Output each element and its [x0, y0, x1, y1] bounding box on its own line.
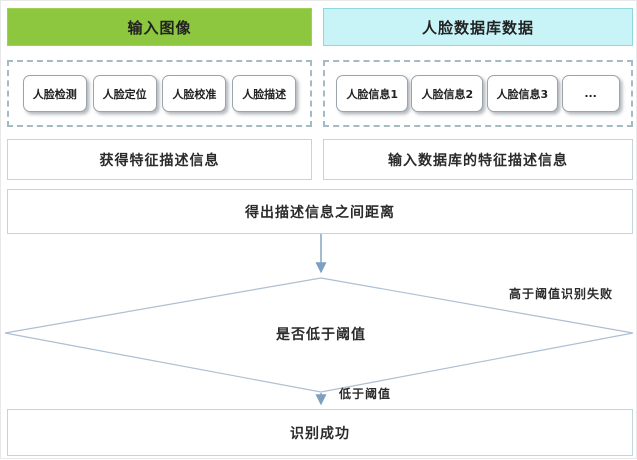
database-feature-description-box: 输入数据库的特征描述信息 [323, 139, 633, 180]
step-face-detection-label: 人脸检测 [32, 87, 77, 101]
pass-branch-label: 低于阈值 [339, 387, 392, 401]
face-info-ellipsis: ... [561, 75, 620, 112]
recognition-success-label: 识别成功 [290, 425, 350, 442]
obtain-feature-description-box: 获得特征描述信息 [7, 139, 312, 180]
decision-question: 是否低于阈值 [276, 327, 366, 343]
fail-branch-label: 高于阈值识别失败 [509, 287, 614, 301]
face-info-2: 人脸信息2 [411, 75, 484, 112]
step-face-detection: 人脸检测 [22, 75, 87, 112]
step-face-alignment: 人脸校准 [162, 75, 227, 112]
step-face-localization: 人脸定位 [92, 75, 157, 112]
input-image-header: 输入图像 [7, 8, 312, 46]
face-info-3: 人脸信息3 [486, 75, 559, 112]
input-image-header-label: 输入图像 [127, 18, 192, 37]
database-feature-description-label: 输入数据库的特征描述信息 [388, 152, 568, 169]
face-info-ellipsis-label: ... [584, 87, 597, 100]
face-database-header-label: 人脸数据库数据 [421, 18, 534, 37]
face-database-header: 人脸数据库数据 [323, 8, 633, 46]
step-face-alignment-label: 人脸校准 [172, 87, 217, 101]
pipeline-steps-group: 人脸检测 人脸定位 人脸校准 人脸描述 [7, 60, 312, 127]
distance-computation-box: 得出描述信息之间距离 [7, 189, 633, 234]
face-info-3-label: 人脸信息3 [496, 87, 549, 101]
step-face-description: 人脸描述 [232, 75, 297, 112]
recognition-success-box: 识别成功 [7, 409, 633, 456]
obtain-feature-description-label: 获得特征描述信息 [99, 152, 220, 169]
distance-computation-label: 得出描述信息之间距离 [245, 204, 395, 221]
step-face-description-label: 人脸描述 [242, 87, 287, 101]
face-info-1-label: 人脸信息1 [346, 87, 399, 101]
face-info-2-label: 人脸信息2 [421, 87, 474, 101]
database-items-group: 人脸信息1 人脸信息2 人脸信息3 ... [323, 60, 633, 127]
step-face-localization-label: 人脸定位 [102, 87, 147, 101]
face-info-1: 人脸信息1 [336, 75, 409, 112]
